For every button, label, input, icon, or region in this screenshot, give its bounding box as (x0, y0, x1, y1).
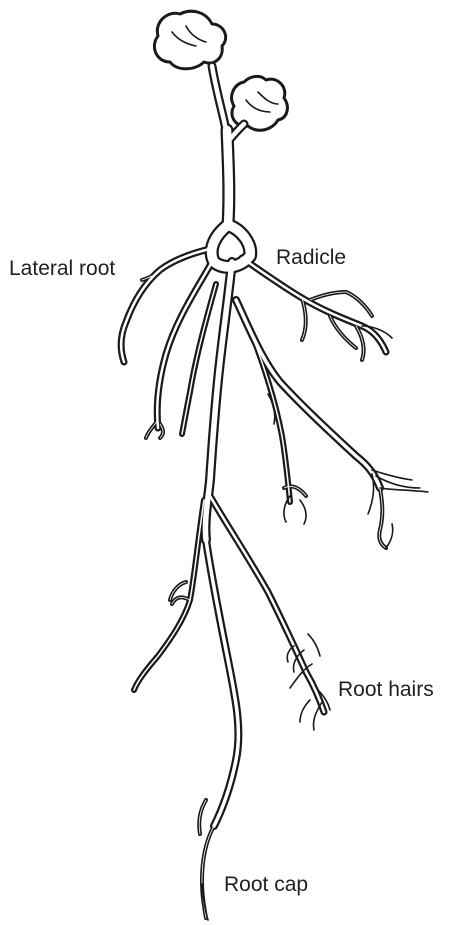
root-segment-outline (302, 298, 364, 360)
root-segment-core (227, 130, 229, 225)
lateral-root-label: Lateral root (9, 258, 115, 279)
root-segment-outline (134, 500, 204, 690)
root-segment-outline (199, 800, 206, 834)
root-cap-label: Root cap (224, 874, 308, 895)
root-segment-outline (146, 420, 163, 438)
root-system (121, 66, 386, 918)
cotyledon-left (154, 11, 225, 69)
root-hairs-lines (268, 326, 428, 730)
root-segment-outline (210, 496, 324, 712)
root-segment-core (302, 298, 364, 360)
root-segment-outline (157, 262, 212, 428)
root-hairs-label: Root hairs (338, 679, 434, 700)
radicle-label: Radicle (276, 247, 346, 268)
root-segment-outline (379, 488, 386, 548)
